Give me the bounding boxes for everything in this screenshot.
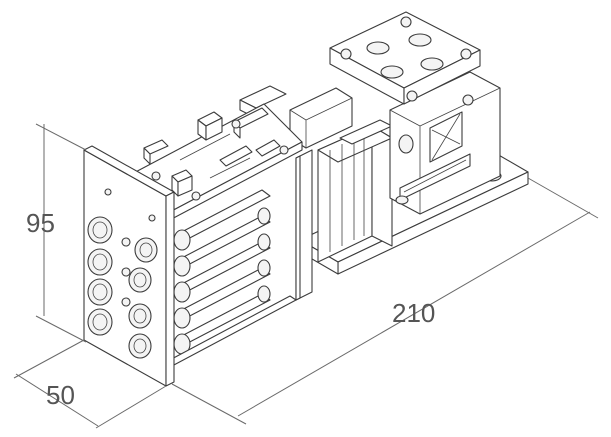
relay-box: [239, 85, 353, 149]
dimension-length: 210: [171, 177, 599, 425]
dimension-height: 95: [26, 123, 87, 343]
transformer-block: [317, 119, 393, 263]
solenoid-valve-assembly: [329, 11, 501, 215]
dimension-label-length: 210: [392, 298, 435, 328]
dimension-label-depth: 50: [46, 380, 75, 410]
dimension-depth: 50: [13, 339, 167, 429]
circuit-board: [127, 103, 303, 223]
center-divider-plate: [295, 149, 313, 301]
panel-ports: [87, 188, 158, 359]
valve-cylinders: [165, 189, 297, 367]
dimension-label-height: 95: [26, 208, 55, 238]
